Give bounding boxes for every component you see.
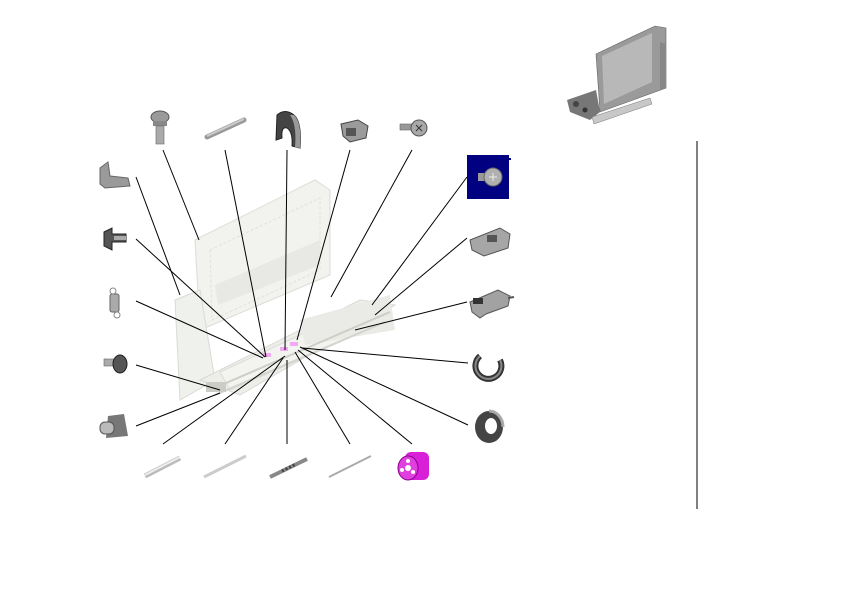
bushing-icon[interactable]: [99, 414, 128, 438]
bushing-icon[interactable]: [103, 354, 128, 374]
e-ring-icon[interactable]: [472, 353, 505, 382]
selected-screw-button[interactable]: [467, 155, 511, 199]
leader-lines: [135, 149, 469, 445]
shaft-icon[interactable]: [328, 455, 372, 478]
shoulder-screw-icon[interactable]: [150, 110, 170, 145]
bracket-icon[interactable]: [340, 119, 369, 143]
washer-icon[interactable]: [475, 409, 505, 443]
latch-icon[interactable]: [469, 227, 511, 257]
highlight-marker: [263, 353, 271, 357]
l-bracket-icon[interactable]: [99, 161, 131, 189]
latch-icon[interactable]: [469, 289, 515, 319]
screw-icon[interactable]: [399, 119, 428, 137]
pin-icon[interactable]: [204, 117, 247, 140]
hook-clip-icon[interactable]: [275, 111, 301, 149]
shaft-icon[interactable]: [203, 454, 247, 479]
shaft-icon[interactable]: [143, 455, 182, 479]
roller-icon[interactable]: [397, 452, 429, 481]
assembly-thumbnail[interactable]: [555, 20, 675, 135]
spring-icon[interactable]: [109, 287, 121, 319]
shaft-icon[interactable]: [269, 457, 308, 479]
highlight-marker: [280, 347, 288, 351]
highlight-marker: [290, 342, 298, 346]
main-assembly: [174, 179, 397, 401]
clip-icon[interactable]: [103, 227, 127, 251]
